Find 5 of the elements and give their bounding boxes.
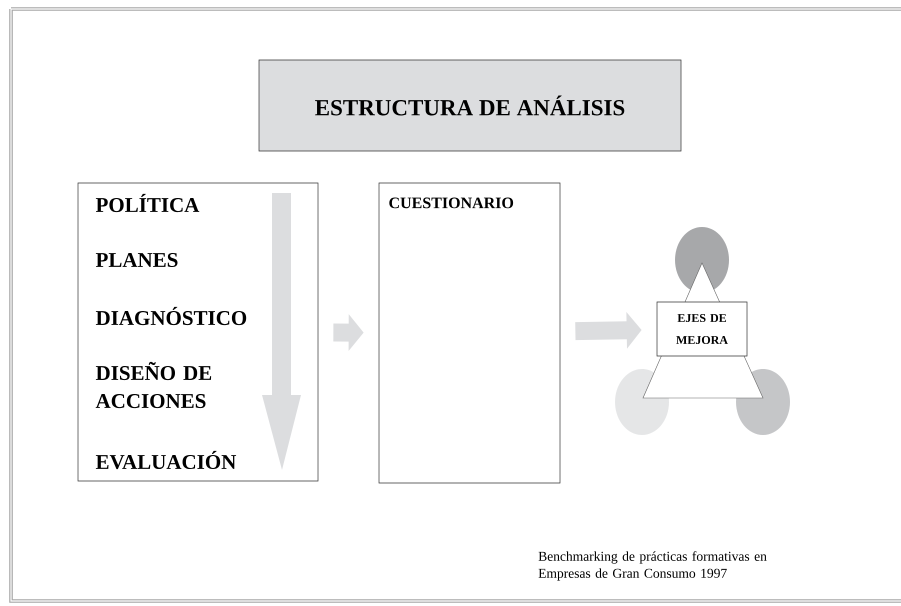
- questionnaire-box: CUESTIONARIO: [378, 182, 560, 484]
- stage-list-box: POLÍTICA PLANES DIAGNÓSTICO DISEÑO DE ACCIONES EVALUACIÓN: [78, 182, 318, 482]
- caption: Benchmarking de prácticas formativas en Empresas de Gran Consumo 1997: [538, 551, 767, 581]
- result-box: EJES DE MEJORA: [656, 302, 748, 356]
- title-box: ESTRUCTURA DE ANÁLISIS: [258, 60, 682, 152]
